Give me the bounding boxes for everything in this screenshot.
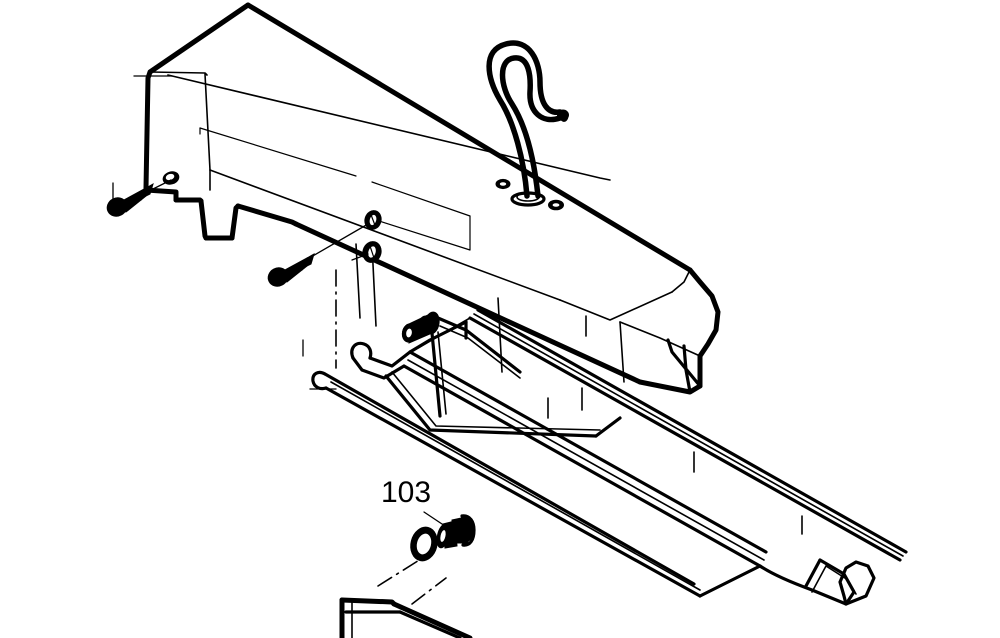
assembly-axis-washer-bolt2	[411, 577, 447, 605]
leader-screw-lower	[291, 223, 369, 269]
housing-shell	[143, 2, 721, 395]
grommet-upper	[364, 210, 382, 230]
leader-lines	[112, 75, 455, 605]
bracket-partial	[339, 597, 473, 638]
rail-end-foot	[698, 558, 876, 606]
top-face-hole-left	[495, 178, 511, 190]
screw-upper-left	[106, 182, 154, 217]
handle-hook	[486, 40, 569, 199]
top-face-hole-right	[548, 199, 564, 211]
grommet-lower	[362, 241, 382, 263]
leader-screw-upper-left	[130, 179, 172, 201]
flat-washer	[410, 526, 438, 562]
leader-grommet-upper	[351, 253, 369, 261]
rail-pivot-bushing	[401, 311, 440, 344]
mounting-hole-front	[162, 171, 180, 185]
rail-frame	[311, 308, 908, 606]
screw-lower	[267, 252, 315, 287]
callout-103: 103	[381, 476, 432, 509]
shoulder-bolt	[436, 514, 476, 549]
